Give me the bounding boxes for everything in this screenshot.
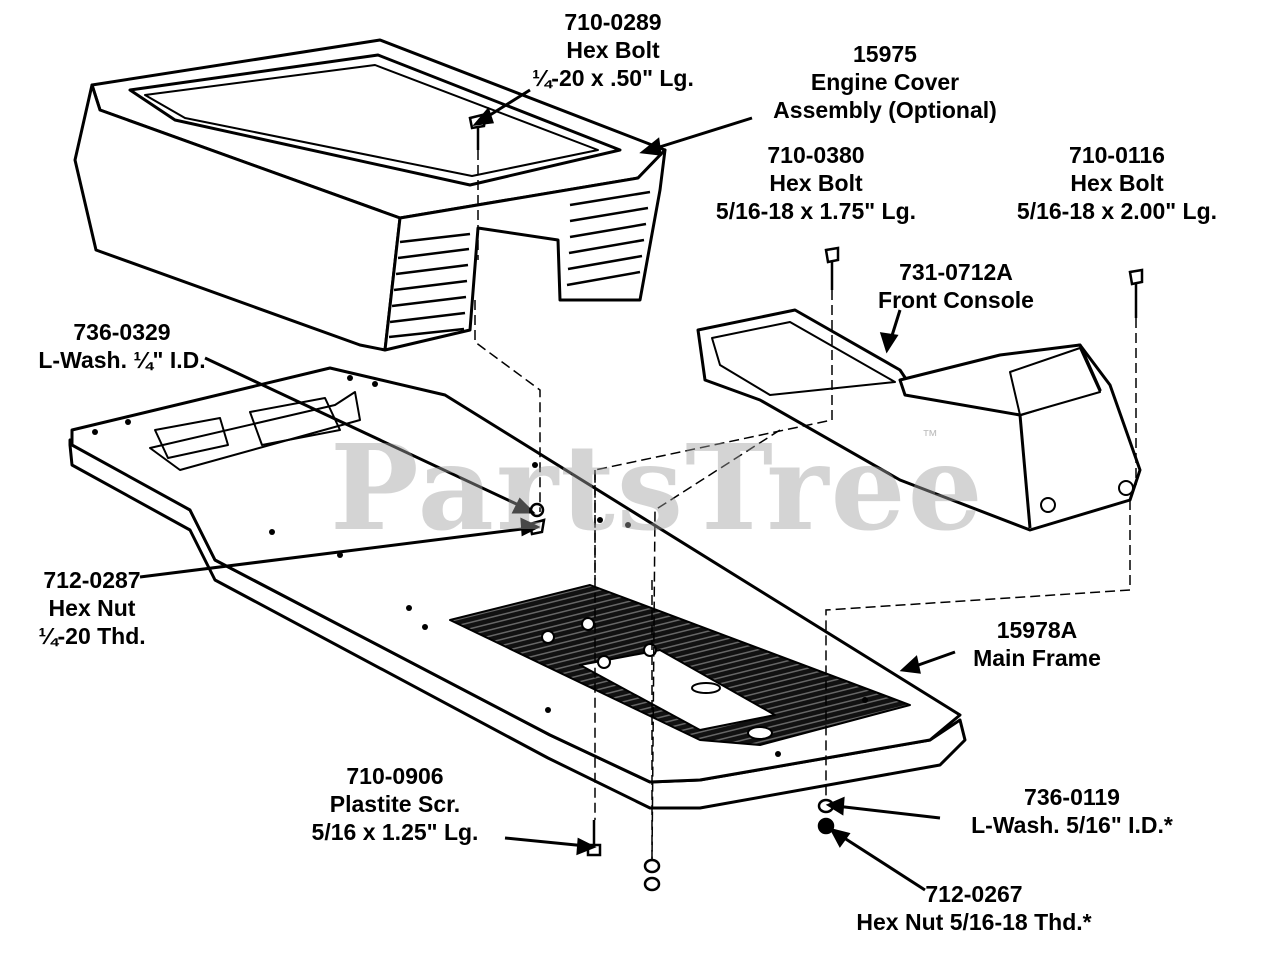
part-desc: Hex Nut (48, 595, 136, 621)
label-hex-bolt-0289: 710-0289 Hex Bolt ¼-20 x .50" Lg. (528, 8, 698, 92)
part-size: ¼-20 x .50" Lg. (532, 65, 694, 91)
label-lock-washer-0119: 736-0119 L-Wash. 5/16" I.D.* (940, 783, 1204, 839)
label-engine-cover: 15975 Engine Cover Assembly (Optional) (750, 40, 1020, 124)
watermark-text: PartsTree (330, 418, 985, 557)
part-desc: Hex Bolt (566, 37, 660, 63)
part-desc: L-Wash. ¼" I.D. (38, 347, 206, 373)
part-desc: Front Console (878, 287, 1034, 313)
part-desc: Main Frame (973, 645, 1101, 671)
label-hex-bolt-0116: 710-0116 Hex Bolt 5/16-18 x 2.00" Lg. (988, 141, 1246, 225)
part-number: 15978A (996, 617, 1078, 643)
trademark-symbol: ™ (922, 428, 938, 445)
part-number: 712-0267 (925, 881, 1023, 907)
part-size: 5/16-18 x 2.00" Lg. (1016, 198, 1218, 224)
label-plastite-screw: 710-0906 Plastite Scr. 5/16 x 1.25" Lg. (280, 762, 510, 846)
part-desc: Hex Bolt (769, 170, 863, 196)
assembly-guide-lines (474, 150, 1137, 861)
part-number: 736-0329 (73, 319, 171, 345)
part-number: 710-0380 (767, 142, 865, 168)
leader-arrows (139, 88, 956, 892)
label-lock-washer-0329: 736-0329 L-Wash. ¼" I.D. (6, 318, 238, 374)
engine-cover-drawing (73, 38, 667, 352)
part-number: 731-0712A (899, 259, 1013, 285)
part-desc: L-Wash. 5/16" I.D.* (971, 812, 1173, 838)
label-hex-nut-0267: 712-0267 Hex Nut 5/16-18 Thd.* (818, 880, 1130, 936)
part-desc: Plastite Scr. (329, 791, 461, 817)
part-number: 710-0116 (1069, 142, 1165, 168)
front-console-drawing (696, 308, 1142, 532)
part-number: 710-0906 (346, 763, 444, 789)
part-size: 5/16-18 x 1.75" Lg. (715, 198, 917, 224)
label-front-console: 731-0712A Front Console (858, 258, 1054, 314)
part-desc: Hex Bolt (1070, 170, 1164, 196)
part-size: ¼-20 Thd. (38, 623, 146, 649)
part-size: 5/16 x 1.25" Lg. (311, 819, 479, 845)
part-number: 710-0289 (564, 9, 662, 35)
label-hex-nut-0287: 712-0287 Hex Nut ¼-20 Thd. (12, 566, 172, 650)
label-main-frame: 15978A Main Frame (956, 616, 1118, 672)
part-desc: Hex Nut 5/16-18 Thd.* (856, 909, 1092, 935)
part-number: 15975 (853, 41, 917, 67)
part-size: Assembly (Optional) (773, 97, 997, 123)
label-hex-bolt-0380: 710-0380 Hex Bolt 5/16-18 x 1.75" Lg. (688, 141, 944, 225)
part-number: 736-0119 (1024, 784, 1120, 810)
part-number: 712-0287 (43, 567, 141, 593)
part-desc: Engine Cover (810, 69, 960, 95)
